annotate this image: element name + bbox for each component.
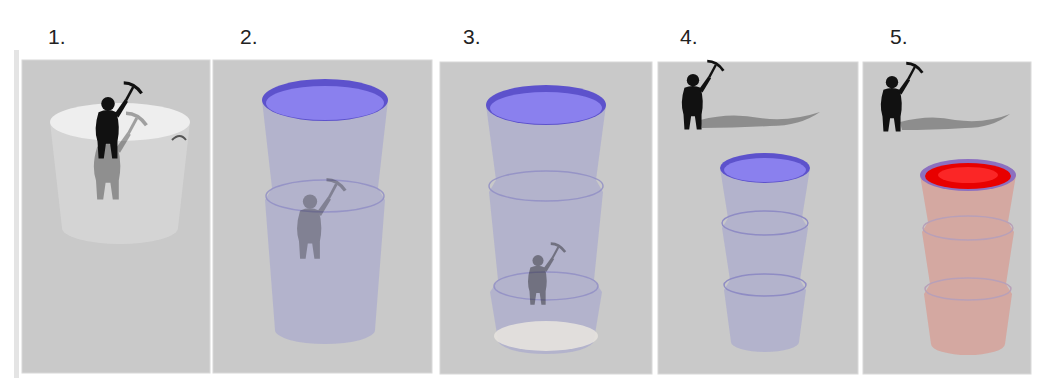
step-number: 4.	[680, 26, 698, 47]
step-number: 1.	[48, 26, 66, 47]
panel-1	[22, 60, 210, 373]
step-number: 5.	[890, 26, 908, 47]
step-number: 2.	[240, 26, 258, 47]
panel-3	[440, 62, 652, 374]
panel-5	[863, 62, 1031, 374]
edge-strip	[14, 50, 19, 378]
panel-4	[658, 61, 858, 374]
panel-2	[213, 60, 432, 373]
step-number: 3.	[463, 26, 481, 47]
